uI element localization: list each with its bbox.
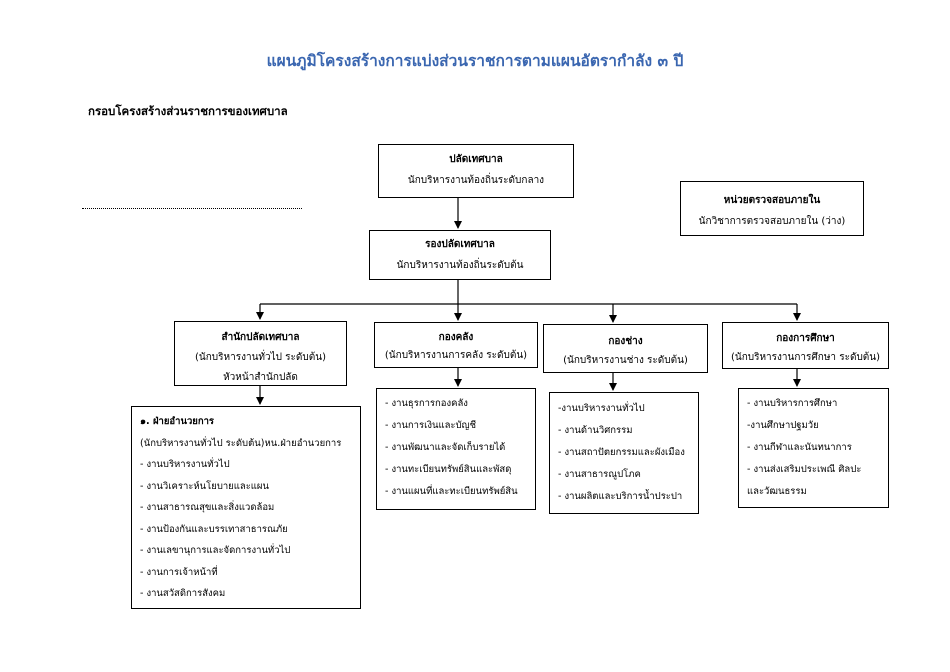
chart-subtitle: กรอบโครงสร้างส่วนราชการของเทศบาล bbox=[88, 104, 288, 118]
deputy-box: รองปลัดเทศบาล นักบริหารงานท้องถิ่นระดับต… bbox=[369, 230, 551, 280]
list-item: - งานบริหารงานทั่วไป bbox=[140, 459, 230, 470]
list-item: - งานทะเบียนทรัพย์สินและพัสดุ bbox=[385, 464, 512, 475]
division-education-position: (นักบริหารงานการศึกษา ระดับต้น) bbox=[730, 352, 881, 363]
education-list: - งานบริหารการศึกษา -งานศึกษาปฐมวัย - งา… bbox=[738, 388, 889, 508]
division-engineering-name: กองช่าง bbox=[608, 336, 643, 347]
palat-box: ปลัดเทศบาล นักบริหารงานท้องถิ่นระดับกลาง bbox=[378, 144, 574, 198]
office-section-sub: (นักบริหารงานทั่วไป ระดับต้น)หน.ฝ่ายอำนว… bbox=[140, 437, 342, 449]
list-item: - งานแผนที่และทะเบียนทรัพย์สิน bbox=[385, 486, 518, 497]
list-item: - งานวิเคราะห์นโยบายและแผน bbox=[140, 480, 269, 492]
division-finance-position: (นักบริหารงานการคลัง ระดับต้น) bbox=[384, 350, 528, 361]
division-engineering-box: กองช่าง (นักบริหารงานช่าง ระดับต้น) bbox=[543, 324, 708, 373]
list-item: - งานสวัสดิการสังคม bbox=[140, 588, 226, 599]
list-item: - งานผลิตและบริการน้ำประปา bbox=[558, 491, 683, 502]
division-education-name: กองการศึกษา bbox=[776, 333, 835, 344]
list-item: - งานพัฒนาและจัดเก็บรายได้ bbox=[385, 442, 506, 453]
division-finance-box: กองคลัง (นักบริหารงานการคลัง ระดับต้น) bbox=[374, 322, 538, 368]
audit-box: หน่วยตรวจสอบภายใน นักวิชาการตรวจสอบภายใน… bbox=[680, 181, 864, 236]
office-section-list: ๑. ฝ่ายอำนวยการ (นักบริหารงานทั่วไป ระดั… bbox=[131, 406, 361, 609]
engineering-list: -งานบริหารงานทั่วไป - งานด้านวิศกรรม - ง… bbox=[549, 392, 699, 514]
list-item: - งานกีฬาและนันทนาการ bbox=[747, 442, 852, 453]
finance-list: - งานธุรการกองคลัง - งานการเงินและบัญชี … bbox=[376, 388, 536, 510]
list-item: -งานบริหารงานทั่วไป bbox=[558, 403, 645, 414]
list-item: - งานการเงินและบัญชี bbox=[385, 420, 477, 431]
deputy-position: นักบริหารงานท้องถิ่นระดับต้น bbox=[396, 260, 524, 271]
list-item: - งานการเจ้าหน้าที่ bbox=[140, 566, 218, 578]
list-item: - งานธุรการกองคลัง bbox=[385, 398, 468, 409]
division-education-box: กองการศึกษา (นักบริหารงานการศึกษา ระดับต… bbox=[722, 322, 889, 369]
palat-position: นักบริหารงานท้องถิ่นระดับกลาง bbox=[407, 175, 545, 186]
list-item: - งานสาธารณูปโภค bbox=[558, 469, 641, 480]
audit-name: หน่วยตรวจสอบภายใน bbox=[723, 195, 821, 206]
deputy-name: รองปลัดเทศบาล bbox=[425, 239, 495, 250]
chart-title: แผนภูมิโครงสร้างการแบ่งส่วนราชการตามแผนอ… bbox=[266, 52, 684, 70]
division-office-box: สำนักปลัดเทศบาล (นักบริหารงานทั่วไป ระดั… bbox=[174, 321, 347, 386]
list-item: -งานศึกษาปฐมวัย bbox=[747, 420, 819, 431]
list-item: - งานสถาปัตยกรรมและผังเมือง bbox=[558, 447, 685, 458]
office-section-heading: ๑. ฝ่ายอำนวยการ bbox=[140, 416, 215, 427]
list-item: - งานสาธารณสุขและสิ่งแวดล้อม bbox=[140, 502, 275, 513]
division-office-name: สำนักปลัดเทศบาล bbox=[221, 332, 300, 343]
audit-position: นักวิชาการตรวจสอบภายใน (ว่าง) bbox=[698, 216, 846, 227]
list-item: - งานบริหารการศึกษา bbox=[747, 398, 838, 409]
list-item: - งานป้องกันและบรรเทาสาธารณภัย bbox=[140, 523, 288, 535]
division-office-position: (นักบริหารงานทั่วไป ระดับต้น) bbox=[194, 352, 326, 363]
division-office-extra: หัวหน้าสำนักปลัด bbox=[223, 372, 298, 383]
list-item: - งานด้านวิศกรรม bbox=[558, 425, 633, 436]
list-item: - งานเลขานุการและจัดการงานทั่วไป bbox=[140, 545, 291, 556]
list-item: และวัฒนธรรม bbox=[747, 486, 807, 497]
division-engineering-position: (นักบริหารงานช่าง ระดับต้น) bbox=[563, 355, 688, 366]
list-item: - งานส่งเสริมประเพณี ศิลปะ bbox=[747, 464, 862, 475]
palat-name: ปลัดเทศบาล bbox=[449, 154, 503, 165]
dotted-line bbox=[82, 200, 302, 209]
division-finance-name: กองคลัง bbox=[438, 332, 474, 343]
